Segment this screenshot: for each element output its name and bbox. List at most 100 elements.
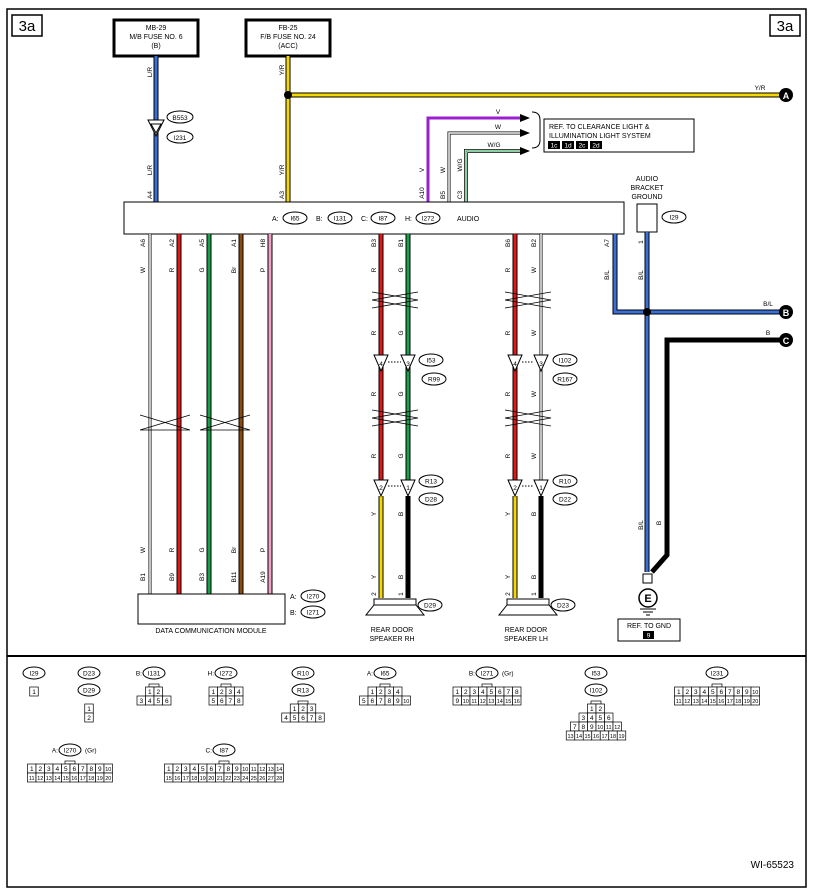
legend-pin-number: 5: [598, 715, 602, 722]
speaker-rh-line1: REAR DOOR: [371, 627, 413, 634]
code-rh-r-2: R: [371, 330, 378, 335]
legend-pin-number: 18: [735, 699, 741, 705]
code-lh-y-1: Y: [505, 511, 512, 516]
diagram-id: WI-65523: [751, 860, 795, 871]
pin-b2: B2: [531, 239, 538, 247]
wire-code-bl-horizontal: B/L: [763, 301, 773, 308]
fuse-fb-line3: (ACC): [278, 43, 297, 50]
legend-pin-number: 10: [403, 699, 409, 705]
code-lh-w-4: W: [531, 452, 538, 459]
audio-conn-c-letter: C:: [361, 216, 368, 223]
code-rh-r-3: R: [371, 391, 378, 396]
connector-d29-text: D29: [424, 603, 436, 610]
wire-code-b-vertical: B: [656, 521, 663, 525]
wire-code-wg-vertical: W/G: [457, 159, 464, 172]
legend-pin-number: 11: [606, 725, 612, 731]
pin-b1-rh: B1: [398, 239, 405, 247]
svg-text:1c: 1c: [551, 143, 559, 150]
audio-conn-a-letter: A:: [272, 216, 279, 223]
legend-pin-number: 5: [211, 698, 215, 705]
ref-gnd-box: [617, 618, 681, 642]
code-rh-b-2: B: [398, 575, 405, 579]
legend-pin-number: 7: [218, 766, 222, 773]
legend-pin-number: 1: [87, 706, 91, 713]
legend-pin-number: 20: [208, 776, 214, 782]
pin-lh-spk-2: 2: [505, 592, 512, 596]
legend-pin-number: 19: [744, 699, 750, 705]
pin-b5: B5: [440, 191, 447, 199]
connector-i102-r167-symbol: [507, 354, 549, 373]
legend-pin-number: 10: [597, 725, 603, 731]
legend-pin-number: 15: [63, 776, 69, 782]
legend-pin-number: 27: [268, 776, 274, 782]
code-dcm-p-bottom: P: [260, 548, 267, 552]
dcm-conn-a-ref: I270: [307, 594, 320, 601]
connector-d29-oval: [417, 598, 443, 612]
legend-pin-number: 24: [242, 776, 248, 782]
legend-pin-number: 2: [220, 689, 224, 696]
legend-pin-number: 21: [217, 776, 223, 782]
legend-pin-number: 13: [488, 699, 494, 705]
connector-d23-oval: [550, 598, 576, 612]
code-lh-r-3: R: [505, 391, 512, 396]
legend-pin-number: 4: [702, 689, 706, 696]
legend-pin-number: 17: [727, 699, 733, 705]
legend-pin-number: 1: [677, 689, 681, 696]
legend-ref-oval: I102: [584, 683, 608, 697]
code-dcm-r-bottom: R: [169, 547, 176, 552]
connector-r99-text: R99: [428, 377, 440, 384]
clearance-bracket: [531, 111, 541, 149]
fuse-fb-line2: F/B FUSE NO. 24: [260, 34, 316, 41]
code-rh-g-1: G: [398, 267, 405, 272]
svg-text:2c: 2c: [579, 143, 587, 150]
legend-pin-number: 5: [293, 715, 297, 722]
legend-pin-cell: [401, 695, 411, 706]
legend-ref-oval: I270: [58, 743, 82, 757]
legend-prefix: A:: [52, 748, 58, 755]
pin-lh-spk-1: 1: [531, 592, 538, 596]
connector-b553-symbol-inner: [150, 123, 162, 135]
legend-pin-number: 15: [505, 699, 511, 705]
legend-ref-oval-text: D29: [83, 688, 95, 695]
legend-ref-oval-text: I29: [29, 671, 38, 678]
legend-ref-oval-text: I65: [380, 671, 389, 678]
audio-conn-h-letter: H:: [405, 216, 412, 223]
legend-pin-number: 22: [225, 776, 231, 782]
pin-a5: A5: [199, 239, 206, 247]
connector-i102-text: I102: [559, 358, 572, 365]
code-lh-b-1: B: [531, 512, 538, 516]
legend-latch: [481, 683, 493, 688]
legend-pin-cell: [512, 695, 522, 706]
legend-latch: [64, 760, 76, 765]
code-rh-y-2: Y: [371, 574, 378, 579]
dcm-conn-b-letter: B:: [290, 610, 297, 617]
legend-pin-number: 3: [47, 766, 51, 773]
ground-bracket-line3: GROUND: [631, 194, 662, 201]
arrow-v: [520, 114, 530, 122]
twisted-pair-lh: [504, 291, 552, 427]
connector-r99-oval: [421, 372, 447, 386]
legend-latch: [379, 683, 391, 688]
svg-text:2d: 2d: [592, 143, 600, 150]
legend-pin-number: 17: [601, 734, 607, 740]
legend-pin-number: 25: [251, 776, 257, 782]
connector-i231-text: I231: [174, 135, 187, 142]
terminal-c-text: C: [783, 336, 790, 346]
legend-pin-cell: [84, 712, 94, 723]
pin-b3-dcm: B3: [199, 573, 206, 581]
terminal-c: [779, 333, 793, 347]
pin-rh-r13-1: 1: [406, 485, 410, 492]
terminal-a: [779, 88, 793, 102]
legend-pin-cell: [162, 695, 172, 706]
legend-pin-number: 2: [87, 715, 91, 722]
legend-pin-number: 16: [514, 699, 520, 705]
legend-ref-oval-text: I272: [220, 671, 233, 678]
connector-i231-label: [166, 130, 194, 144]
arrow-w: [520, 129, 530, 137]
wire-code-b-horizontal: B: [766, 330, 770, 337]
code-dcm-r-top: R: [169, 267, 176, 272]
legend-pin-number: 14: [497, 699, 503, 705]
legend-pin-number: 17: [80, 776, 86, 782]
